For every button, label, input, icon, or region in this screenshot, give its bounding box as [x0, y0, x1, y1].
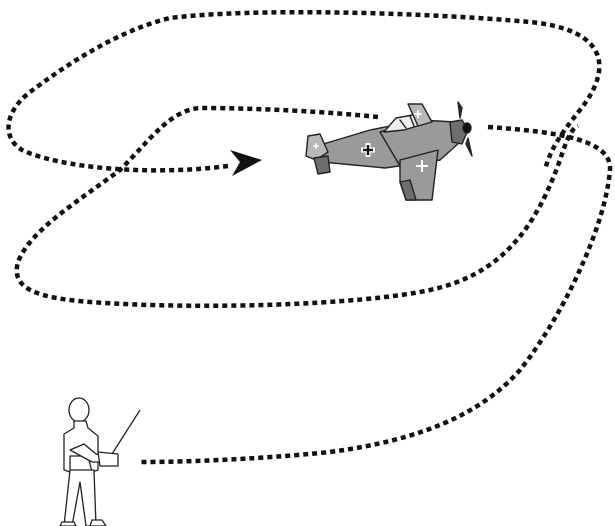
pilot-head	[68, 397, 90, 423]
aircraft	[305, 101, 473, 201]
wing-cross-marking	[416, 160, 428, 172]
tail-marking	[313, 143, 319, 149]
direction-arrow	[230, 150, 262, 176]
transmitter-antenna	[111, 409, 141, 455]
pilot-legs	[63, 469, 97, 526]
fuselage-cross-marking	[361, 143, 375, 157]
upper-wing-cross-marking	[414, 110, 422, 118]
transmitter	[97, 451, 119, 467]
pilot-feet	[59, 519, 107, 526]
flight-path-inner-loop	[14, 105, 613, 465]
pilot-with-transmitter	[59, 397, 141, 526]
flight-path-outer-loop	[6, 9, 602, 173]
